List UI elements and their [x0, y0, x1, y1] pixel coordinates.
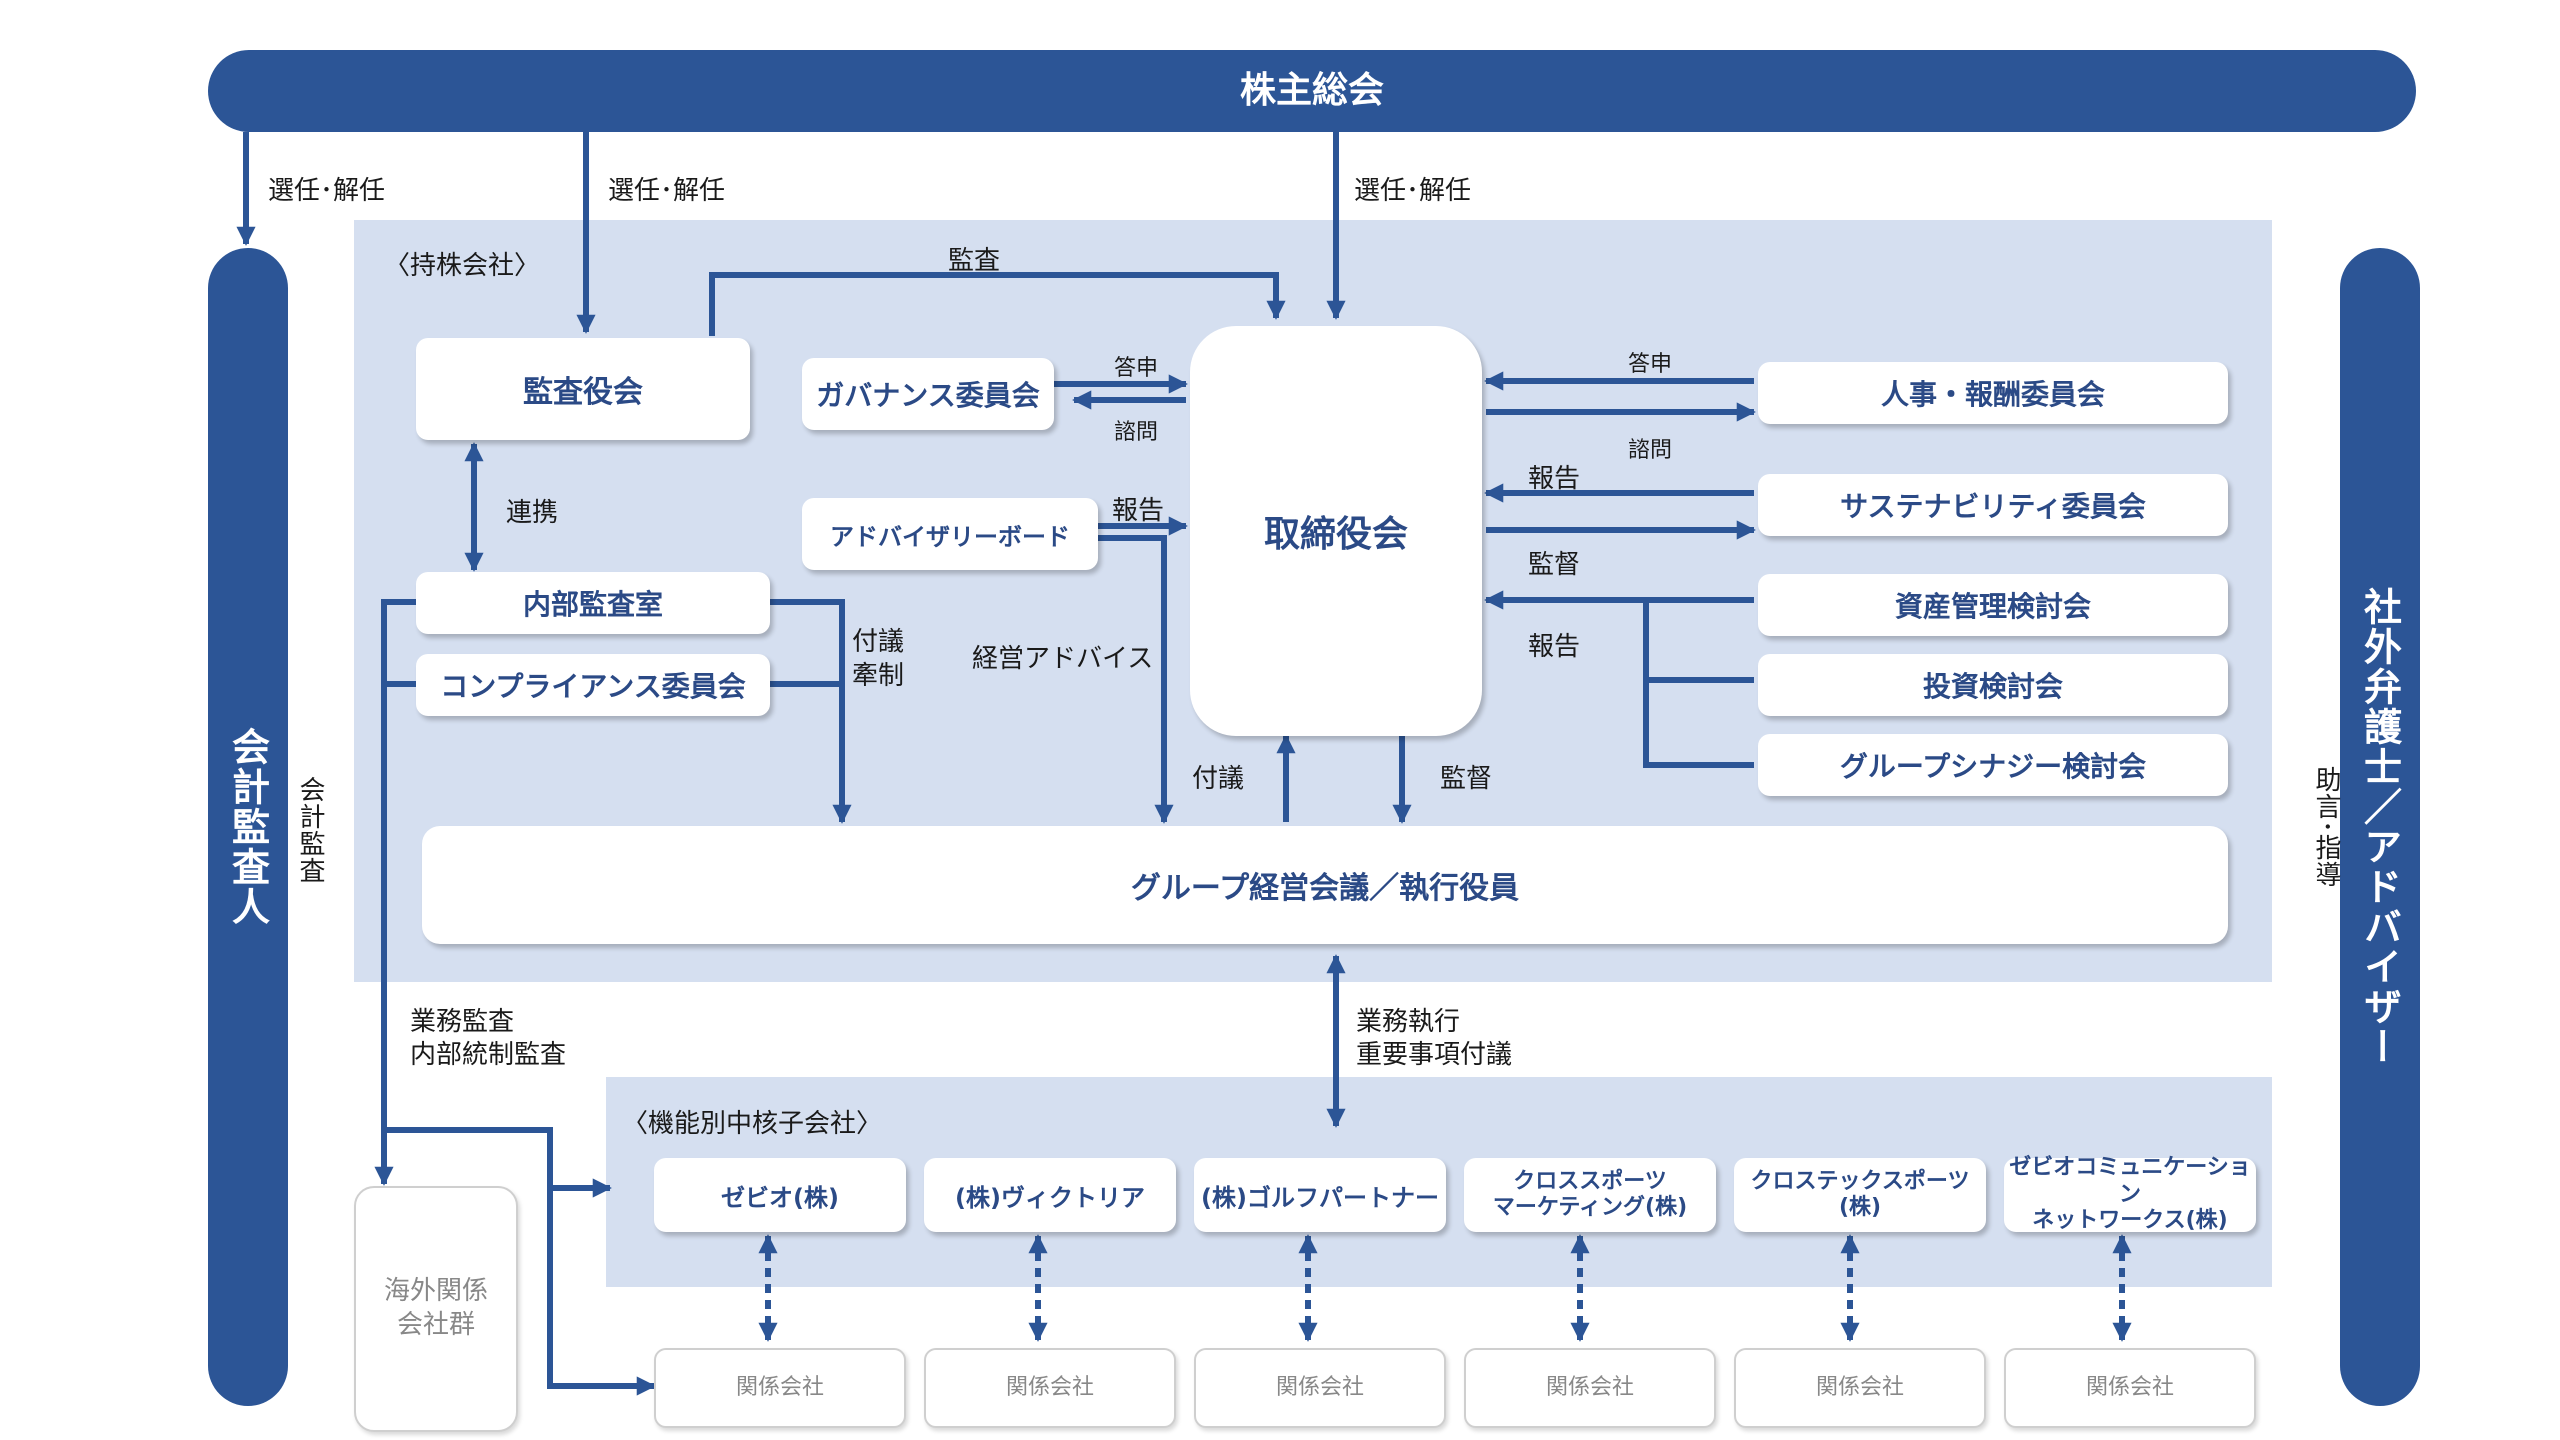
- affiliate-box: 関係会社: [1464, 1348, 1716, 1428]
- report-label: 報告: [1528, 464, 1581, 494]
- consultation-label: 諮問: [1114, 420, 1159, 445]
- accounting-audit-label: 会計監査: [295, 776, 325, 884]
- core-company-box: クロステックスポーツ(株): [1734, 1158, 1986, 1232]
- overseas-affiliates-box: 海外関係 会社群: [354, 1186, 518, 1432]
- report-label: 報告: [1528, 632, 1581, 662]
- outside-advisors-band: 社外弁護士／アドバイザー: [2340, 248, 2420, 1406]
- supervision-label: 監督: [1440, 764, 1493, 794]
- holding-panel-title: 〈持株会社〉: [384, 251, 541, 281]
- elect-dismiss-label: 選任･解任: [608, 176, 726, 206]
- investment-review-box: 投資検討会: [1758, 654, 2228, 716]
- compliance-committee-box: コンプライアンス委員会: [416, 654, 770, 716]
- group-management-meeting-box: グループ経営会議／執行役員: [422, 826, 2228, 944]
- core-company-box: クロススポーツ マーケティング(株): [1464, 1158, 1716, 1232]
- core-company-box: (株)ゴルフパートナー: [1194, 1158, 1446, 1232]
- submission-check-label: 付議 牽制: [852, 627, 905, 691]
- affiliate-box: 関係会社: [1194, 1348, 1446, 1428]
- advisory-board-box: アドバイザリーボード: [802, 498, 1098, 570]
- audit-label: 監査: [948, 246, 1001, 276]
- accounting-auditor-band: 会計監査人: [208, 248, 288, 1406]
- recommendation-label: 答申: [1114, 356, 1159, 381]
- core-company-box: ゼビオ(株): [654, 1158, 906, 1232]
- report-label: 報告: [1112, 496, 1165, 526]
- asset-management-review-box: 資産管理検討会: [1758, 574, 2228, 636]
- shareholders-meeting-band: 株主総会: [208, 50, 2416, 132]
- consultation-label: 諮問: [1628, 438, 1673, 463]
- core-company-box: ゼビオコミュニケーション ネットワークス(株): [2004, 1155, 2256, 1233]
- board-of-directors-box: 取締役会: [1190, 326, 1482, 736]
- internal-audit-box: 内部監査室: [416, 572, 770, 634]
- hr-compensation-committee-box: 人事・報酬委員会: [1758, 362, 2228, 424]
- governance-committee-box: ガバナンス委員会: [802, 358, 1054, 430]
- submission-label: 付議: [1192, 764, 1245, 794]
- audit-board-box: 監査役会: [416, 338, 750, 440]
- management-advice-label: 経営アドバイス: [972, 644, 1154, 674]
- affiliate-box: 関係会社: [1734, 1348, 1986, 1428]
- sustainability-committee-box: サステナビリティ委員会: [1758, 474, 2228, 536]
- accounting-auditor-label: 会計監査人: [225, 727, 270, 927]
- recommendation-label: 答申: [1628, 352, 1673, 377]
- coordination-label: 連携: [506, 498, 559, 528]
- elect-dismiss-label: 選任･解任: [268, 176, 386, 206]
- elect-dismiss-label: 選任･解任: [1354, 176, 1472, 206]
- core-panel-title: 〈機能別中核子会社〉: [622, 1109, 883, 1139]
- business-audit-label: 業務監査 内部統制監査: [410, 1007, 567, 1070]
- business-execution-label: 業務執行 重要事項付議: [1356, 1007, 1513, 1070]
- affiliate-box: 関係会社: [654, 1348, 906, 1428]
- supervision-label: 監督: [1528, 550, 1581, 580]
- advice-guidance-label: 助言･指導: [2311, 766, 2341, 889]
- core-company-box: (株)ヴィクトリア: [924, 1158, 1176, 1232]
- affiliate-box: 関係会社: [924, 1348, 1176, 1428]
- outside-advisors-label: 社外弁護士／アドバイザー: [2357, 587, 2402, 1067]
- affiliate-box: 関係会社: [2004, 1348, 2256, 1428]
- group-synergy-review-box: グループシナジー検討会: [1758, 734, 2228, 796]
